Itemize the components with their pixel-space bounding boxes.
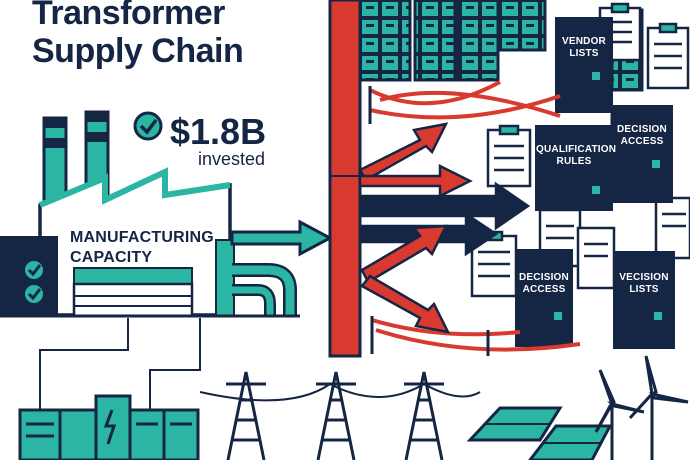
title-line-1: Transformer [32,0,225,32]
door-label-line-1: VENDOR [562,36,606,47]
battery-storage [18,394,200,460]
door-decision-access-lower [515,249,573,347]
wind-turbines [594,355,689,460]
factory-check-icons [25,261,43,303]
page-title: Transformer Supply Chain [32,0,352,70]
door-label-vecision-lists: VECISION LISTS [614,272,674,296]
check-circle-icon [133,111,163,141]
transmission-towers [199,371,481,460]
rope-barriers [368,80,581,356]
door-label-line-2: ACCESS [522,284,566,295]
door-label-line-1: DECISION [617,124,667,135]
door-qualification-rules [535,125,613,211]
clipboard-icon [654,196,690,260]
check-circle-icon [25,261,43,279]
door-label-line-2: LISTS [629,284,659,295]
supply-arrow-factory [230,219,334,257]
door-label-line-2: RULES [556,156,592,167]
gate-doors [515,17,675,349]
door-label-line-1: VECISION [619,272,669,283]
investment-label: invested [198,149,266,169]
title-line-2: Supply Chain [32,32,244,70]
solar-panels [466,406,613,460]
factory-label-line-1: MANUFACTURING [70,229,214,246]
clipboard-icon [576,226,616,290]
door-label-line-1: QUALIFICATION [536,144,617,155]
clipboard-icon [646,22,690,90]
door-label-decision-access-upper: DECISION ACCESS [612,124,672,148]
bottleneck-wall [328,0,362,358]
door-label-line-2: ACCESS [620,136,664,147]
clipboards [470,2,690,298]
check-circle-icon [25,285,43,303]
door-label-line-1: DECISION [519,272,569,283]
door-decision-access-upper [611,105,673,203]
door-label-qualification-rules: QUALIFICATION RULES [536,144,617,168]
door-label-line-2: LISTS [569,48,599,59]
factory-label-line-2: CAPACITY [70,249,153,266]
investment-value: $1.8B [170,111,267,152]
door-vendor-lists [555,17,613,113]
power-cables [39,318,201,410]
door-vecision-lists [613,251,675,349]
door-label-decision-access-lower: DECISION ACCESS [516,272,572,296]
flow-arrows [358,122,531,334]
factory-label: MANUFACTURING CAPACITY [70,228,220,268]
door-label-vendor-lists: VENDOR LISTS [556,36,612,60]
clipboard-icon [486,124,532,188]
